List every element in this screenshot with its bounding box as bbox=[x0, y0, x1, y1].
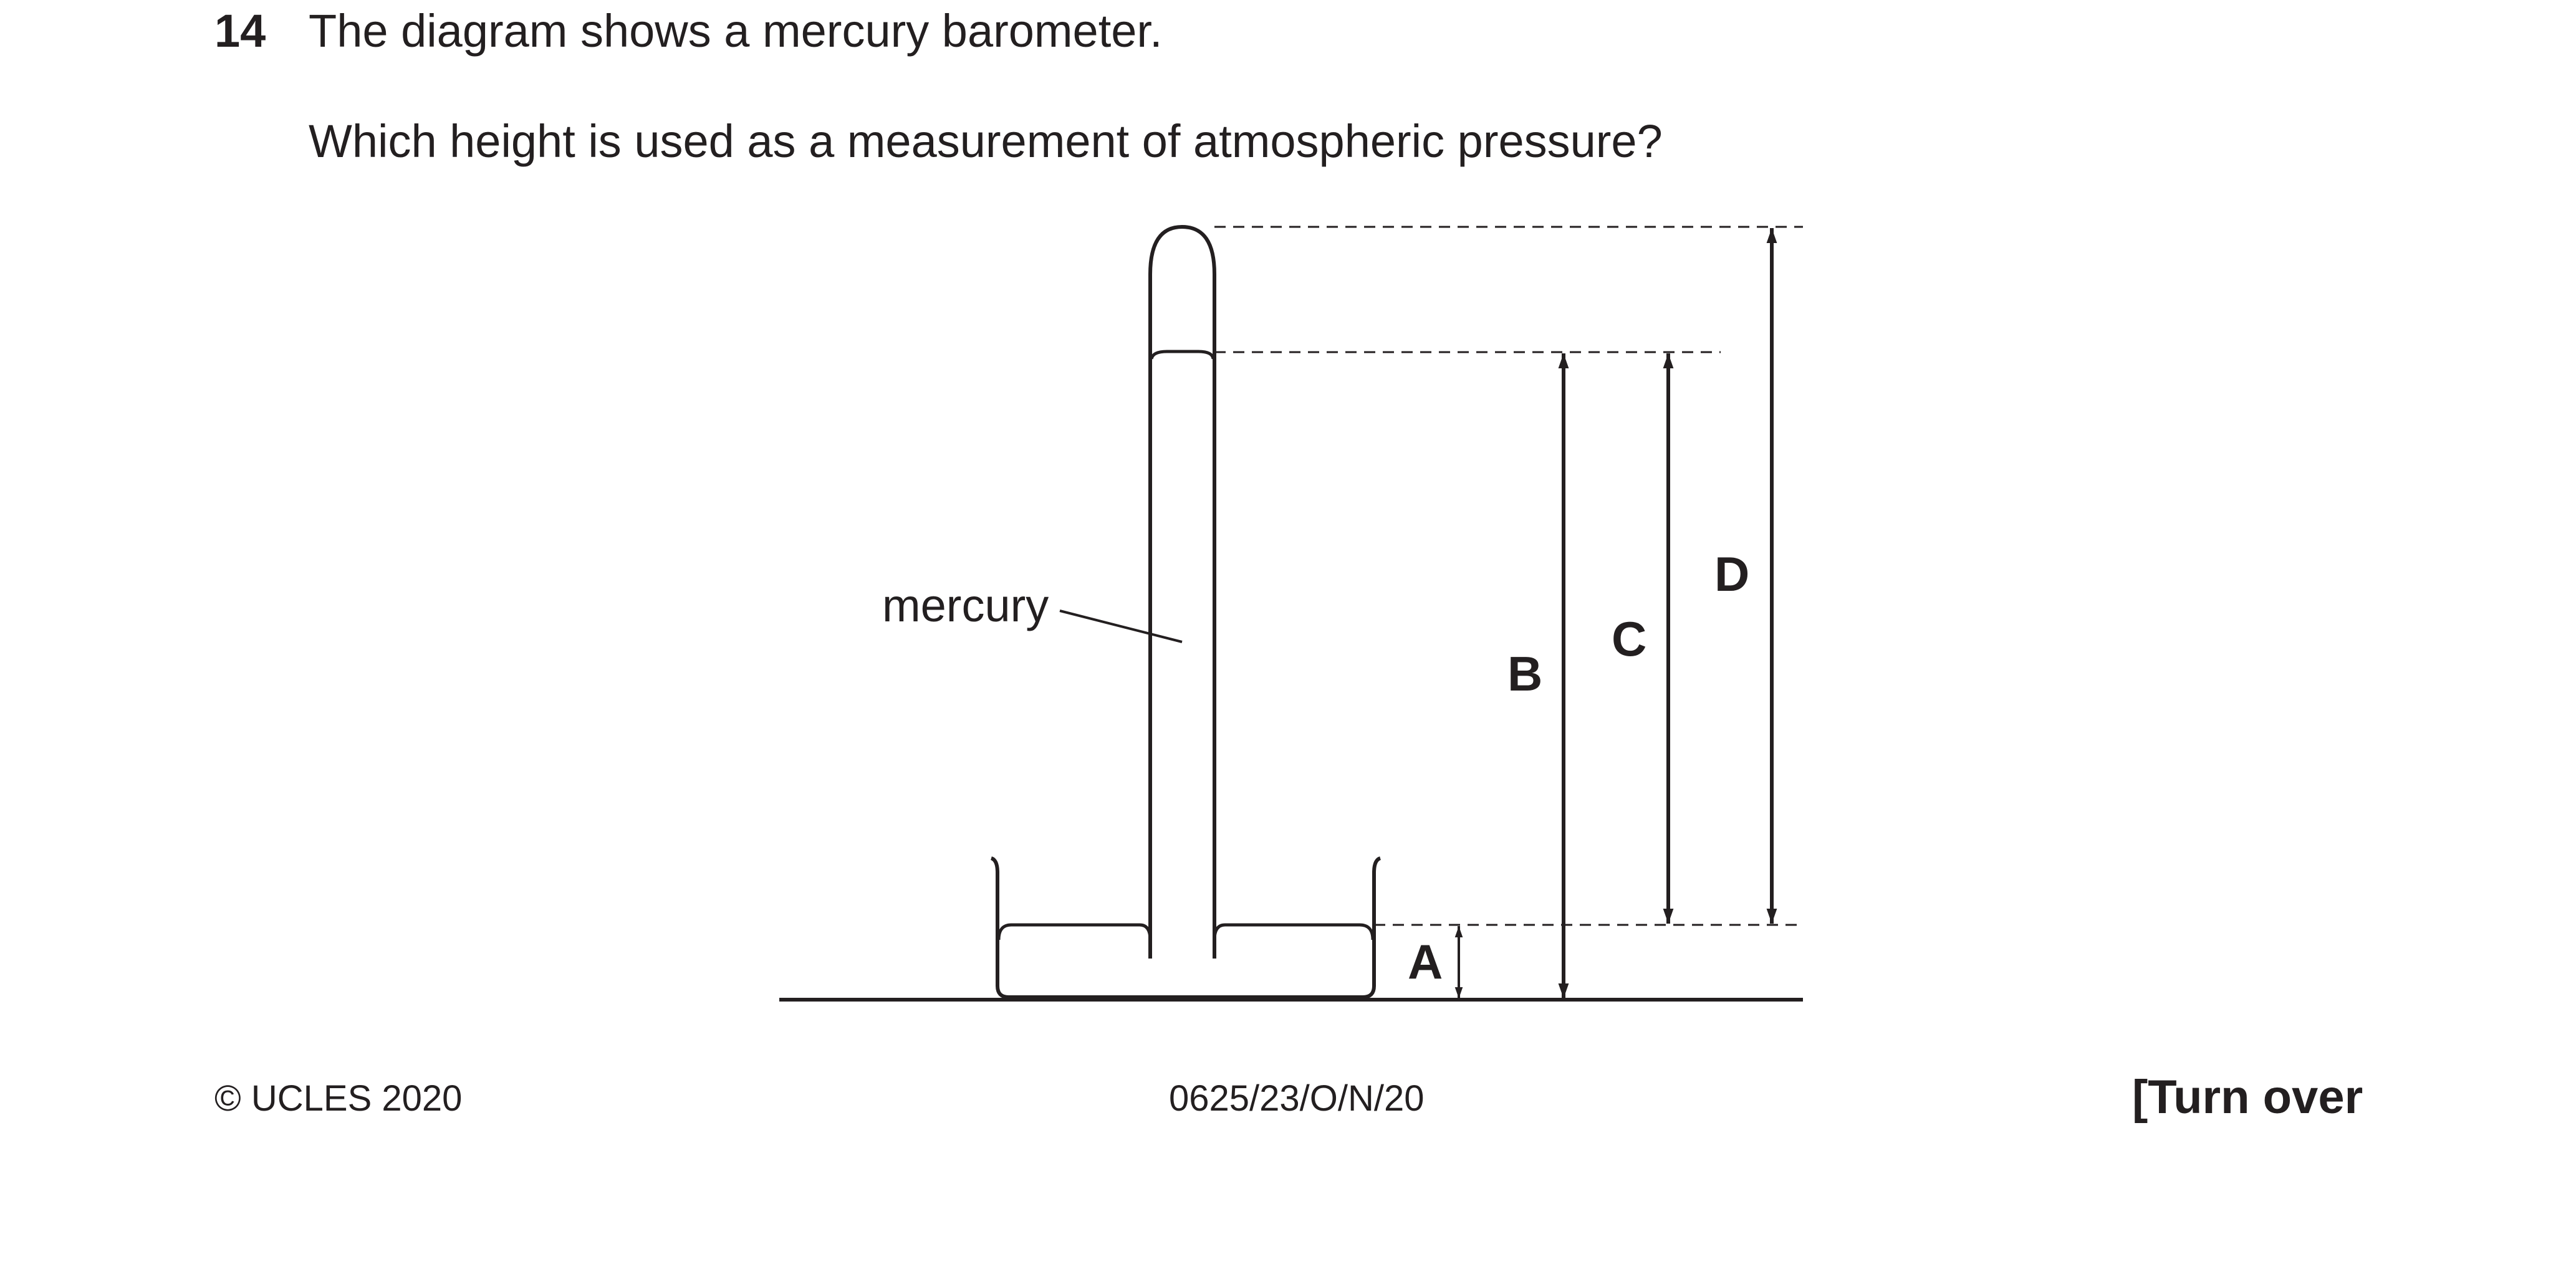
dish-mercury-surface-left bbox=[997, 923, 1152, 940]
barometer-tube bbox=[1148, 224, 1216, 959]
mercury-leader-line bbox=[1059, 610, 1183, 643]
tube-mercury-meniscus bbox=[1150, 350, 1215, 360]
footer-turn-over: [Turn over bbox=[2132, 1071, 2363, 1124]
footer-copyright: © UCLES 2020 bbox=[214, 1078, 463, 1119]
dish-mercury-surface-right bbox=[1213, 923, 1375, 940]
footer-paper-code: 0625/23/O/N/20 bbox=[1169, 1078, 1425, 1119]
question-prompt: Which height is used as a measurement of… bbox=[309, 115, 1663, 167]
label-d: D bbox=[1714, 547, 1749, 601]
mercury-label: mercury bbox=[882, 580, 1049, 631]
question-stem: The diagram shows a mercury barometer. bbox=[309, 5, 1163, 57]
mercury-dish bbox=[990, 856, 1382, 999]
label-b: B bbox=[1507, 646, 1542, 701]
label-a: A bbox=[1408, 934, 1443, 989]
question-number: 14 bbox=[214, 5, 266, 57]
label-c: C bbox=[1612, 611, 1646, 666]
